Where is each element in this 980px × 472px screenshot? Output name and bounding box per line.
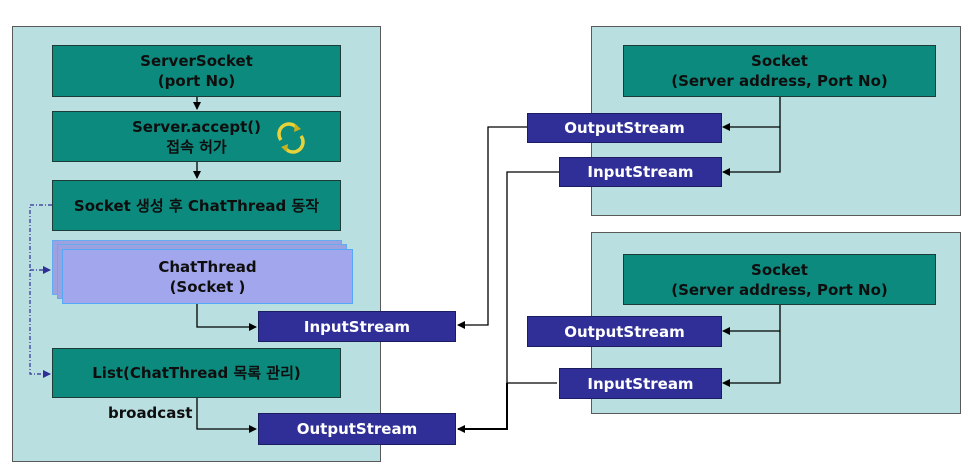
- client-1-socket-desc: (Server address, Port No): [671, 72, 888, 90]
- server-input-stream: InputStream: [258, 311, 456, 342]
- chat-thread-box: ChatThread (Socket ): [62, 249, 353, 304]
- client-2-input-stream-label: InputStream: [587, 374, 694, 393]
- server-output-stream: OutputStream: [258, 413, 456, 445]
- chat-thread-socket: (Socket ): [169, 277, 246, 296]
- client-2-output-stream-label: OutputStream: [564, 322, 685, 341]
- client-2-socket-desc: (Server address, Port No): [671, 280, 888, 299]
- client-2-output-stream: OutputStream: [527, 316, 722, 347]
- server-socket-label: ServerSocket: [140, 52, 253, 70]
- client-2-socket-box: Socket (Server address, Port No): [623, 254, 936, 305]
- server-accept-label: Server.accept(): [132, 117, 261, 136]
- server-output-stream-label: OutputStream: [296, 420, 418, 438]
- client-2-socket-label: Socket: [751, 260, 808, 279]
- chat-thread-label: ChatThread: [158, 257, 257, 276]
- server-accept-desc: 접속 허가: [166, 137, 227, 156]
- socket-create-label: Socket 생성 후 ChatThread 동작: [73, 196, 320, 215]
- broadcast-label: broadcast: [108, 404, 193, 422]
- socket-create-box: Socket 생성 후 ChatThread 동작: [52, 180, 341, 231]
- chat-thread-list-box: List(ChatThread 목록 관리): [52, 348, 341, 398]
- client-1-input-stream-label: InputStream: [587, 163, 694, 181]
- refresh-cycle-icon: [277, 122, 305, 154]
- server-socket-port: (port No): [157, 72, 236, 90]
- client-1-socket-label: Socket: [751, 52, 808, 70]
- client-1-output-stream: OutputStream: [527, 113, 722, 143]
- server-input-stream-label: InputStream: [303, 317, 411, 336]
- client-1-output-stream-label: OutputStream: [564, 119, 685, 137]
- server-socket-box: ServerSocket (port No): [52, 45, 341, 97]
- client-1-socket-box: Socket (Server address, Port No): [623, 45, 936, 97]
- client-1-input-stream: InputStream: [559, 157, 722, 187]
- chat-thread-list-label: List(ChatThread 목록 관리): [92, 364, 301, 382]
- client-2-input-stream: InputStream: [559, 368, 722, 399]
